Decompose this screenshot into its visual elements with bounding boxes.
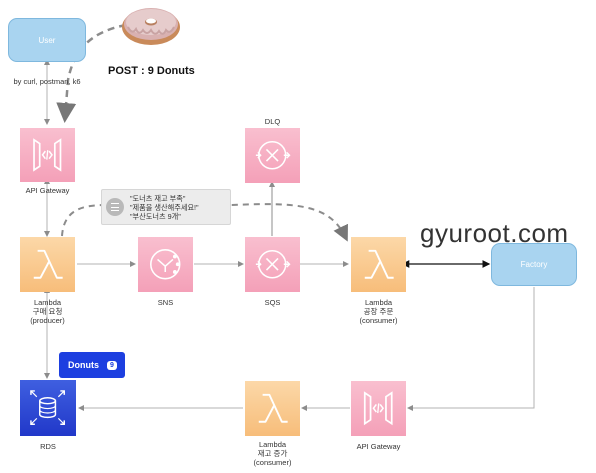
factory-node: Factory: [491, 243, 577, 286]
api-gateway-bottom-node: [351, 381, 406, 436]
edge-factory-apigw: [407, 287, 535, 411]
sqs-label: SQS: [264, 298, 281, 307]
sqs-icon: [256, 250, 291, 279]
donuts-badge-label: Donuts: [68, 360, 99, 370]
api-gateway-icon: [364, 391, 393, 426]
lambda-producer-node: [20, 237, 75, 292]
lambda-stock-label-line: 재고 증가: [257, 449, 288, 458]
donut-icon: [122, 8, 180, 45]
api-gateway-bottom-label: API Gateway: [356, 442, 401, 451]
lambda-consumer-node: [351, 237, 406, 292]
lambda-stock-label-line: Lambda: [258, 440, 287, 449]
donuts-badge-count: 9: [107, 360, 117, 370]
api-gateway-top-label: API Gateway: [25, 186, 70, 195]
lambda-consumer-label: Lambda 공장 주문 (consumer): [340, 298, 417, 325]
donuts-badge: Donuts 9: [59, 352, 125, 378]
lambda-producer-label-line: (producer): [30, 316, 65, 325]
sns-icon: [150, 249, 181, 280]
user-caption: by curl, postman, k6: [13, 77, 81, 86]
lambda-icon: [259, 394, 288, 423]
api-gateway-top-node: [20, 128, 75, 182]
lambda-consumer-label-line: 공장 주문: [363, 307, 394, 316]
lambda-producer-label-line: Lambda: [33, 298, 62, 307]
lambda-icon: [34, 250, 63, 279]
lambda-consumer-label-line: Lambda: [364, 298, 393, 307]
rds-node: [20, 380, 76, 436]
note-line: "도너츠 재고 부족": [130, 193, 186, 203]
note-line: "제품을 생산해주세요!": [130, 202, 199, 212]
user-node: User: [8, 18, 86, 62]
user-label: User: [38, 35, 56, 45]
lambda-stock-label: Lambda 재고 증가 (consumer): [234, 440, 311, 467]
message-note: "도너츠 재고 부족" "제품을 생산해주세요!" "부산도너츠 9개": [101, 189, 231, 225]
note-line: "부산도너츠 9개": [130, 211, 181, 221]
lambda-producer-label: Lambda 구매 요청 (producer): [12, 298, 83, 325]
lambda-icon: [365, 250, 394, 279]
dlq-label: DLQ: [264, 117, 281, 126]
api-gateway-icon: [33, 138, 62, 172]
list-icon: [106, 198, 124, 216]
request-title: POST : 9 Donuts: [108, 65, 195, 77]
rds-label: RDS: [40, 442, 56, 451]
factory-label: Factory: [520, 260, 548, 269]
lambda-consumer-label-line: (consumer): [359, 316, 398, 325]
lambda-stock-node: [245, 381, 300, 436]
sqs-icon: [256, 141, 291, 170]
edge-message-flow: [61, 203, 348, 242]
sns-label: SNS: [157, 298, 174, 307]
dlq-node: [245, 128, 300, 183]
rds-icon: [30, 390, 66, 426]
lambda-producer-label-line: 구매 요청: [32, 307, 63, 316]
sqs-node: [245, 237, 300, 292]
lambda-stock-label-line: (consumer): [253, 458, 292, 467]
sns-node: [138, 237, 193, 292]
